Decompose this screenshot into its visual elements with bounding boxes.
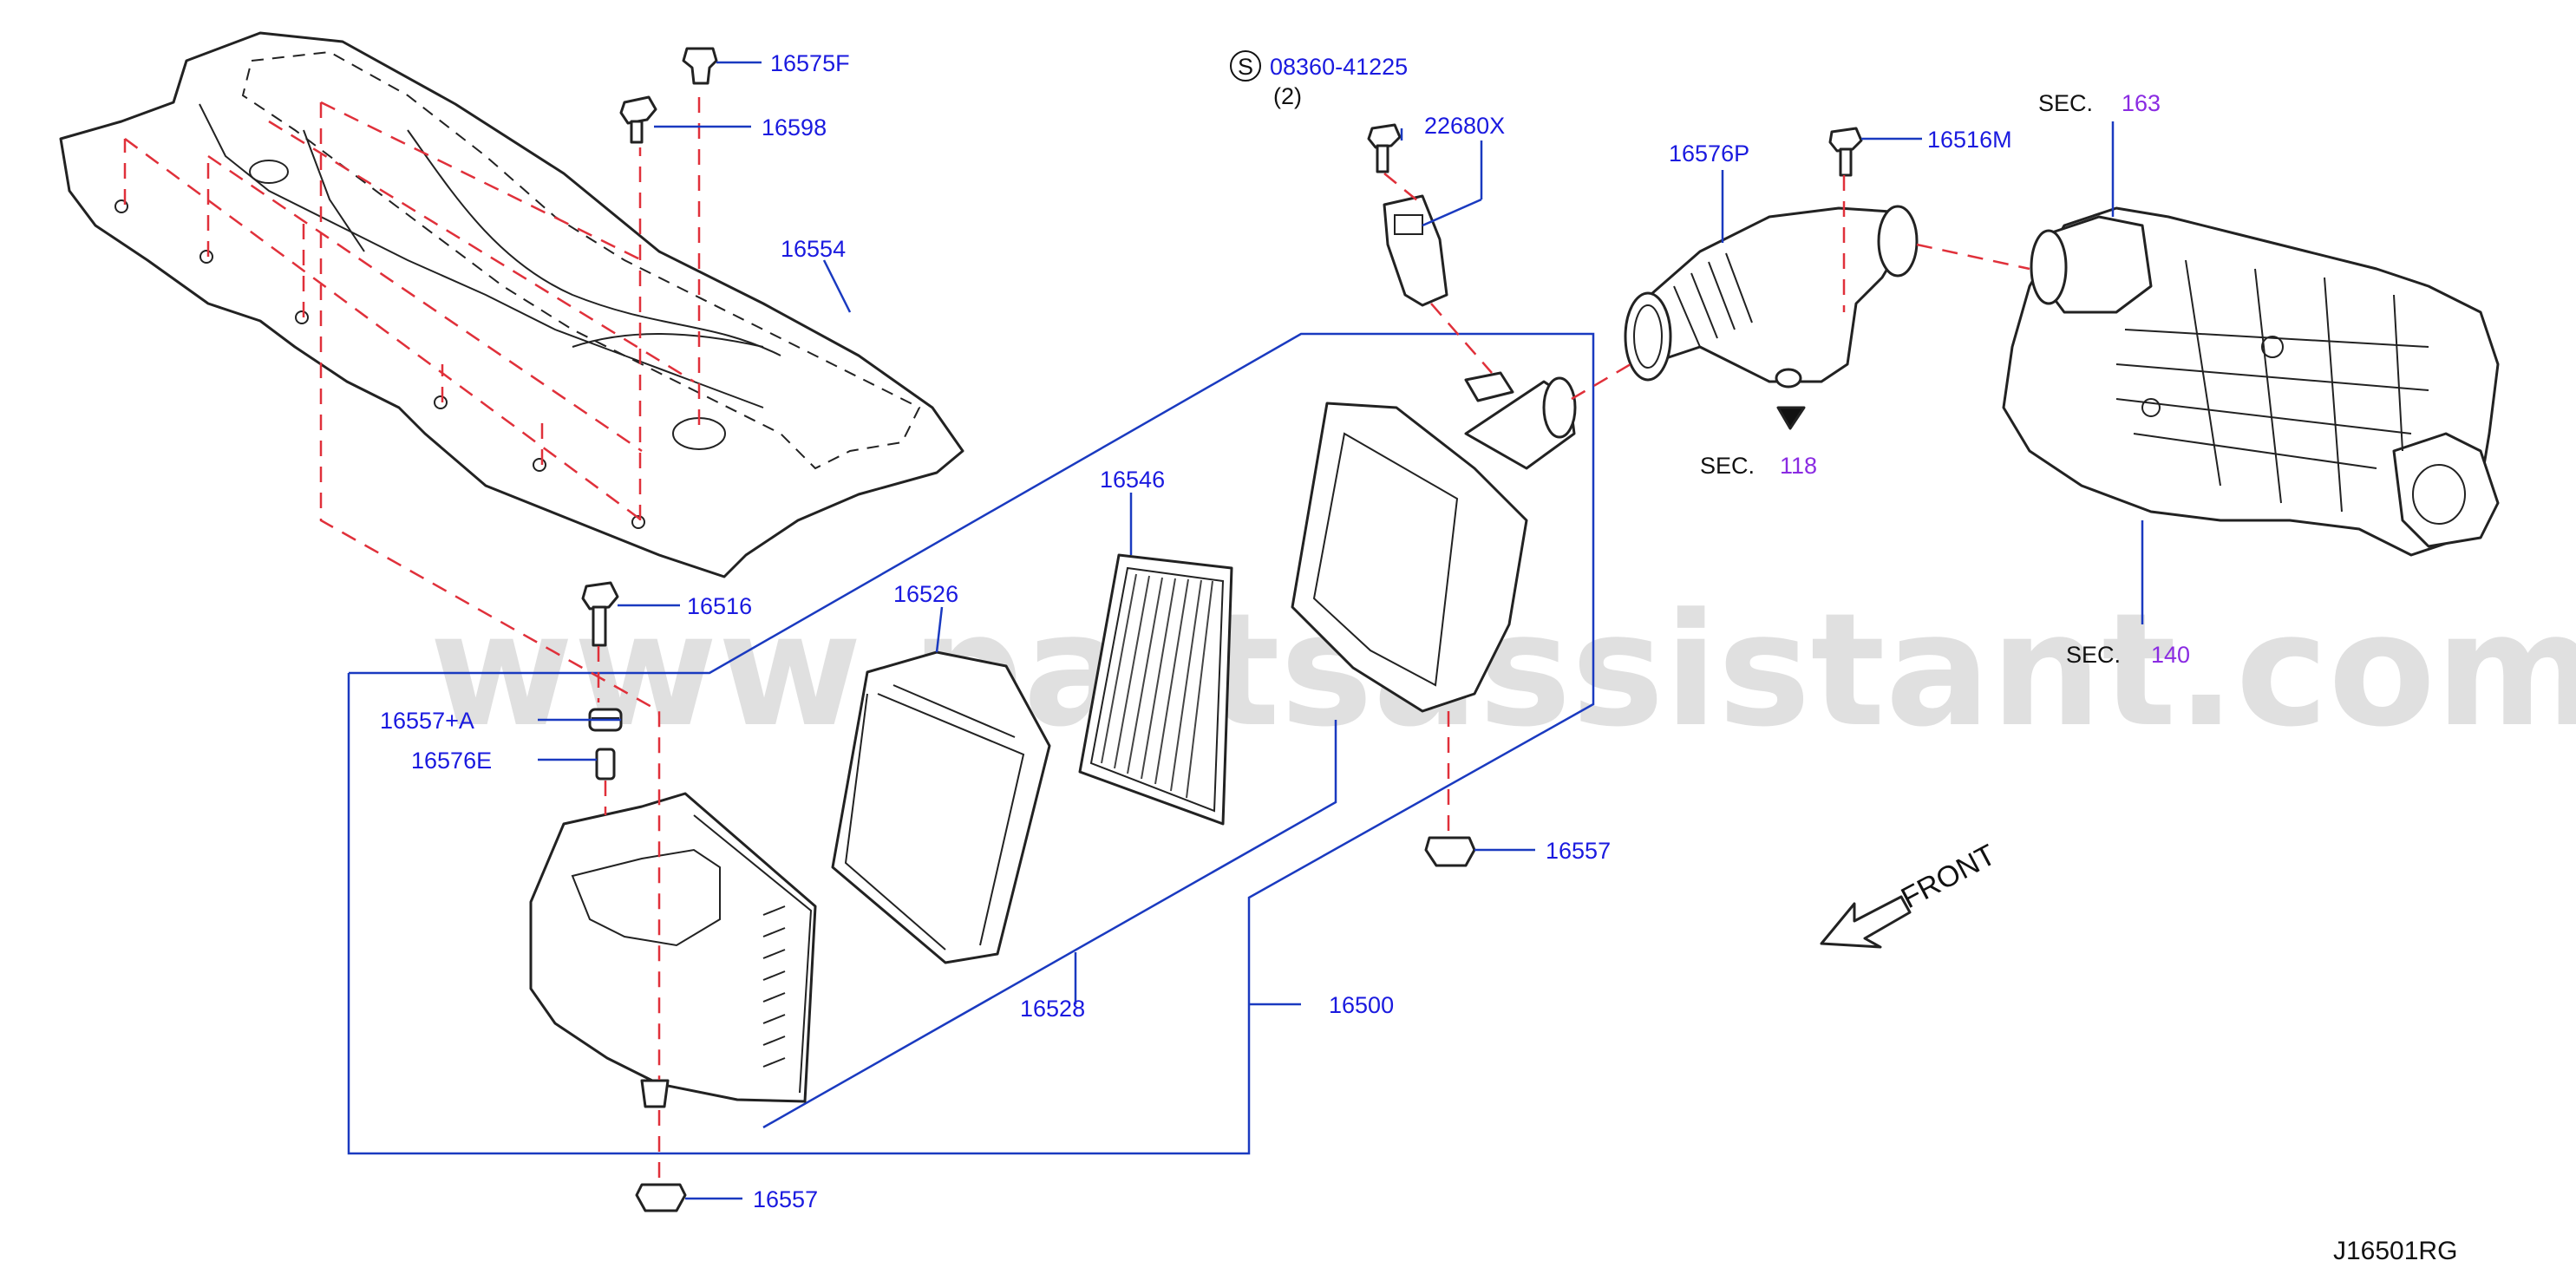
maf-sensor-22680X bbox=[1383, 194, 1448, 307]
label-16526: 16526 bbox=[893, 581, 958, 607]
bolt-16516M bbox=[1828, 127, 1863, 177]
label-16576P: 16576P bbox=[1669, 140, 1749, 167]
label-08360-number: 08360-41225 bbox=[1270, 54, 1408, 80]
assembly-outline-16500 bbox=[347, 332, 1595, 1155]
label-16557A: 16557+A bbox=[380, 708, 474, 734]
label-16528: 16528 bbox=[1020, 996, 1085, 1022]
label-16516: 16516 bbox=[687, 593, 752, 619]
label-08360: S 08360-41225 (2) bbox=[1230, 50, 1408, 109]
filter-frame-16526 bbox=[831, 650, 1051, 964]
diagram-code: J16501RG bbox=[2333, 1237, 2457, 1265]
label-16576E: 16576E bbox=[411, 748, 492, 774]
label-16516M: 16516M bbox=[1927, 127, 2012, 153]
sec-word: SEC. bbox=[2066, 642, 2121, 668]
label-16557-bottom: 16557 bbox=[753, 1186, 818, 1212]
bolt-16516 bbox=[581, 581, 619, 647]
front-arrow: FRONT bbox=[1820, 839, 2001, 949]
clip-16575F bbox=[682, 47, 718, 85]
assembly-outline-16528 bbox=[762, 720, 1337, 1129]
label-16557-mid: 16557 bbox=[1546, 838, 1611, 864]
leader-lines bbox=[538, 61, 2144, 1200]
label-16598: 16598 bbox=[762, 114, 827, 140]
sec-number: 140 bbox=[2151, 642, 2190, 668]
pin-16576E bbox=[595, 748, 616, 781]
section-118: SEC. 118 bbox=[1700, 453, 1817, 479]
air-cleaner-upper-case bbox=[1291, 371, 1577, 713]
section-163: SEC. 163 bbox=[2038, 90, 2161, 116]
label-16546: 16546 bbox=[1100, 467, 1165, 493]
sec-word: SEC. bbox=[2038, 90, 2093, 116]
air-duct-16576P bbox=[1624, 205, 1919, 430]
s-symbol: S bbox=[1238, 54, 1253, 80]
bolt-16598 bbox=[619, 95, 657, 144]
grommet-16557-mid bbox=[1424, 836, 1476, 867]
label-16500: 16500 bbox=[1329, 992, 1394, 1018]
alignment-dashes bbox=[123, 87, 2030, 1179]
label-16575F: 16575F bbox=[770, 50, 850, 76]
label-08360-qty: (2) bbox=[1273, 83, 1302, 109]
label-22680X: 22680X bbox=[1424, 113, 1505, 139]
label-16554: 16554 bbox=[781, 236, 846, 262]
intake-manifold bbox=[2002, 206, 2500, 557]
filter-element-16546 bbox=[1078, 553, 1233, 826]
front-label: FRONT bbox=[1896, 839, 2001, 916]
engine-cover-16554 bbox=[59, 31, 964, 578]
bolt-08360 bbox=[1367, 123, 1402, 173]
grommet-16557-bottom bbox=[635, 1183, 687, 1212]
sec-word: SEC. bbox=[1700, 453, 1755, 479]
air-cleaner-lower-case bbox=[529, 792, 817, 1108]
sec-number: 118 bbox=[1780, 453, 1817, 479]
sec-number: 163 bbox=[2122, 90, 2161, 116]
section-140: SEC. 140 bbox=[2066, 642, 2190, 668]
